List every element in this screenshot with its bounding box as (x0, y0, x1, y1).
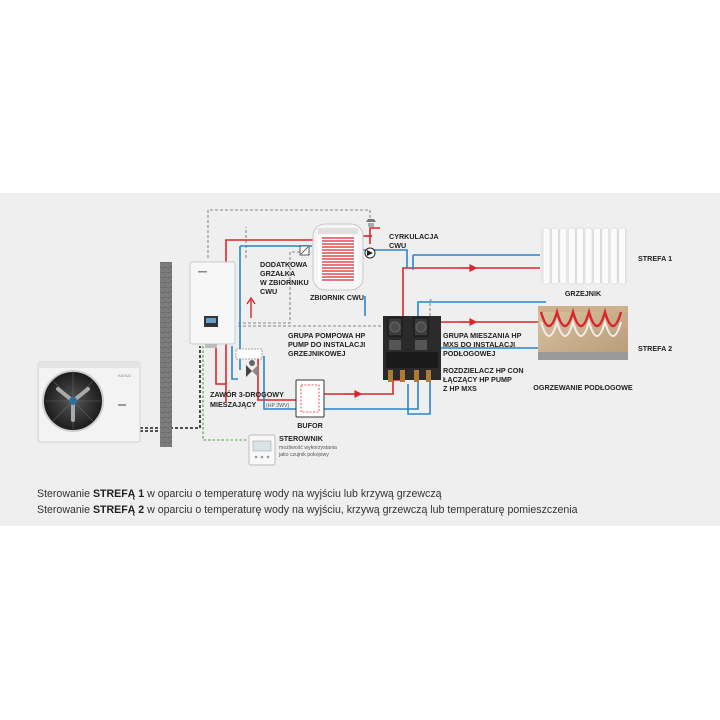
pump-group-label-3: GRZEJNIKOWEJ (288, 349, 346, 358)
diagram-labels: ZBIORNIK CWU CYRKULACJA CWU DODATKOWA GR… (210, 232, 672, 458)
up-arrow (246, 296, 256, 318)
cwu-tank-label: ZBIORNIK CWU (310, 293, 364, 302)
indoor-unit (189, 261, 236, 348)
radiator-fin (567, 227, 576, 285)
buffer-label: BUFOR (297, 421, 323, 430)
caption-1-zone: STREFĄ 1 (92, 488, 145, 500)
radiator-fin (618, 227, 626, 285)
radiator-fin (601, 227, 610, 285)
radiator-label: GRZEJNIK (565, 289, 602, 298)
circulation-pump (364, 219, 376, 259)
valve-note: (HP 3WV) (266, 403, 290, 409)
circulation-label-1: CYRKULACJA (389, 232, 439, 241)
radiator-fin (584, 227, 593, 285)
radiator-fin (542, 227, 551, 285)
pump-group-label-2: PUMP DO INSTALACJI (288, 340, 365, 349)
circulation-label-2: CWU (389, 241, 406, 250)
manifold-label-1: ROZDZIELACZ HP CON (443, 366, 524, 375)
controller-link (202, 346, 252, 441)
controller-note-1: możliwość wykorzystania (279, 445, 337, 451)
zone1-label: STREFA 1 (638, 254, 672, 263)
floor-heating-label: OGRZEWANIE PODŁOGOWE (533, 383, 633, 392)
controller-label: STEROWNIK (279, 434, 324, 443)
radiator-fin (593, 227, 601, 285)
pump-mixing-groups (383, 316, 441, 382)
heater-label-1: DODATKOWA (260, 260, 307, 269)
radiator-fin (576, 227, 584, 285)
cwu-tank (312, 223, 364, 291)
caption-2-text: w oparciu o temperaturę wody na wyjściu,… (144, 504, 578, 516)
caption-1-text: w oparciu o temperaturę wody na wyjściu … (144, 488, 442, 500)
valve-label-2: MIESZAJĄCY (210, 400, 257, 409)
caption-zone-1: Sterowanie STREFĄ 1 w oparciu o temperat… (37, 488, 442, 500)
pump-group-label-1: GRUPA POMPOWA HP (288, 331, 365, 340)
controller-note-2: jako czujnik pokojowy (278, 452, 329, 458)
outdoor-unit: KAISAI (37, 361, 141, 443)
radiator-fin (609, 227, 618, 285)
radiator-fin (559, 227, 568, 285)
heater-label-4: CWU (260, 287, 277, 296)
caption-1-prefix: Sterowanie (37, 488, 93, 500)
mix-group-label-2: MXS DO INSTALACJI (443, 340, 515, 349)
valve-label-1: ZAWÓR 3-DROGOWY (210, 390, 284, 399)
cold-pipes (231, 245, 546, 415)
manifold-label-2: ŁĄCZĄCY HP PUMP (443, 375, 512, 384)
wall (160, 262, 172, 447)
radiator-fin (551, 227, 559, 285)
controller-device (248, 434, 276, 466)
flow-arrows (345, 264, 478, 398)
three-way-valve (235, 348, 263, 377)
heater-label-2: GRZAŁKA (260, 269, 295, 278)
heater-label-3: W ZBIORNIKU (260, 278, 309, 287)
outdoor-brand-label: KAISAI (118, 373, 131, 378)
caption-2-prefix: Sterowanie (37, 504, 93, 516)
radiator (540, 227, 628, 285)
buffer-tank (295, 379, 325, 418)
mix-group-label-3: PODŁOGOWEJ (443, 349, 495, 358)
auxiliary-heater-symbol (300, 246, 309, 255)
zone2-label: STREFA 2 (638, 344, 672, 353)
floor-heating (538, 306, 628, 360)
manifold-label-3: Z HP MXS (443, 384, 477, 393)
caption-zone-2: Sterowanie STREFĄ 2 w oparciu o temperat… (37, 504, 578, 516)
mix-group-label-1: GRUPA MIESZANIA HP (443, 331, 522, 340)
caption-2-zone: STREFĄ 2 (92, 504, 145, 516)
